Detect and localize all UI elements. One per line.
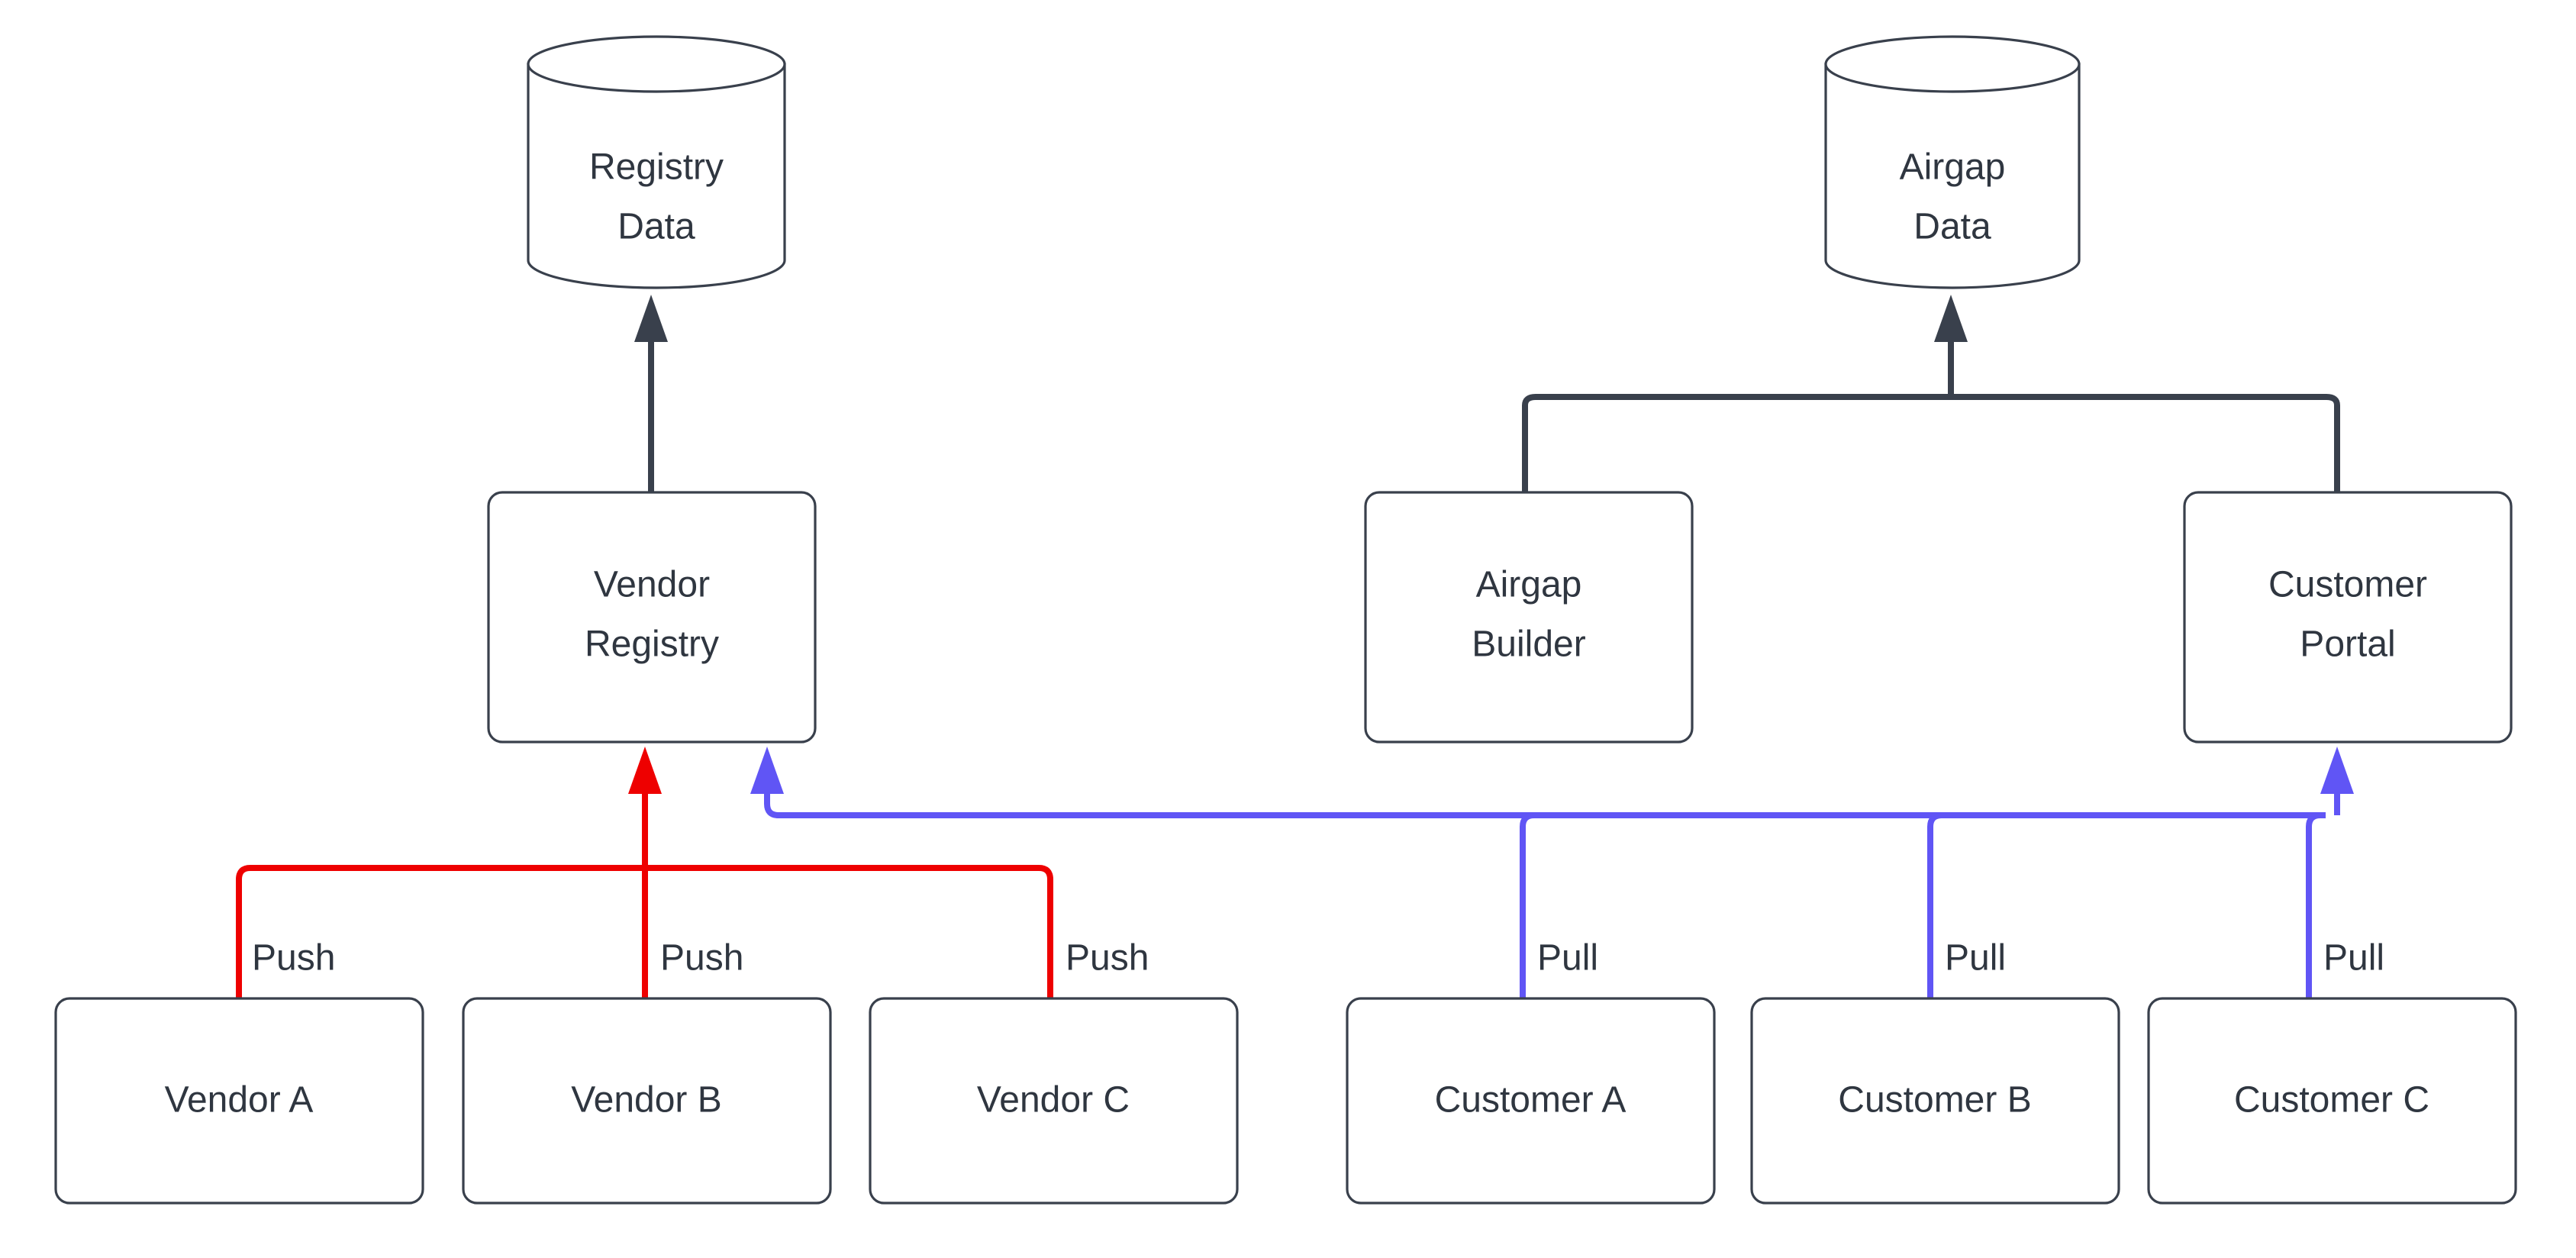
edge-label-pull-a: Pull <box>1537 938 1598 979</box>
node-vendor-registry[interactable]: Vendor Registry <box>487 491 817 744</box>
edge-airgap-builder-to-airgap-data <box>1522 394 1951 492</box>
edge-label-pull-b: Pull <box>1945 938 2006 979</box>
edge-customer-portal-to-airgap-data <box>1934 295 2340 492</box>
vendor-registry-label-line1: Vendor <box>594 565 710 605</box>
airgap-data-label-line1: Airgap <box>1900 147 2006 188</box>
edge-push-bus <box>236 747 1053 1000</box>
edge-label-push-c: Push <box>1066 938 1149 979</box>
node-airgap-data[interactable]: Airgap Data <box>1824 35 2081 289</box>
edge-label-pull-c: Pull <box>2323 938 2384 979</box>
vendor-b-label: Vendor B <box>571 1080 721 1121</box>
node-airgap-builder[interactable]: Airgap Builder <box>1364 491 1694 744</box>
registry-data-label-line1: Registry <box>589 147 724 188</box>
node-customer-c[interactable]: Customer C <box>2147 997 2517 1205</box>
customer-a-label: Customer A <box>1435 1080 1627 1121</box>
airgap-builder-label-line2: Builder <box>1472 624 1585 665</box>
airgap-data-label-line2: Data <box>1913 207 1991 247</box>
node-vendor-c[interactable]: Vendor C <box>869 997 1239 1205</box>
customer-portal-label-line2: Portal <box>2300 624 2395 665</box>
customer-portal-label-line1: Customer <box>2268 565 2427 605</box>
vendor-a-label: Vendor A <box>165 1080 314 1121</box>
node-customer-b[interactable]: Customer B <box>1750 997 2120 1205</box>
vendor-c-label: Vendor C <box>977 1080 1130 1121</box>
registry-data-label-line2: Data <box>617 207 695 247</box>
vendor-registry-label-line2: Registry <box>585 624 719 665</box>
customer-c-label: Customer C <box>2234 1080 2429 1121</box>
node-vendor-a[interactable]: Vendor A <box>54 997 424 1205</box>
node-customer-a[interactable]: Customer A <box>1346 997 1716 1205</box>
airgap-builder-label-line1: Airgap <box>1476 565 1582 605</box>
edge-label-push-a: Push <box>252 938 335 979</box>
node-vendor-b[interactable]: Vendor B <box>462 997 832 1205</box>
edge-label-push-b: Push <box>660 938 743 979</box>
node-customer-portal[interactable]: Customer Portal <box>2183 491 2513 744</box>
customer-b-label: Customer B <box>1838 1080 2031 1121</box>
edge-vendor-registry-to-registry-data <box>634 295 668 492</box>
edge-pull-bus <box>750 747 2354 1000</box>
node-registry-data[interactable]: Registry Data <box>527 35 786 289</box>
